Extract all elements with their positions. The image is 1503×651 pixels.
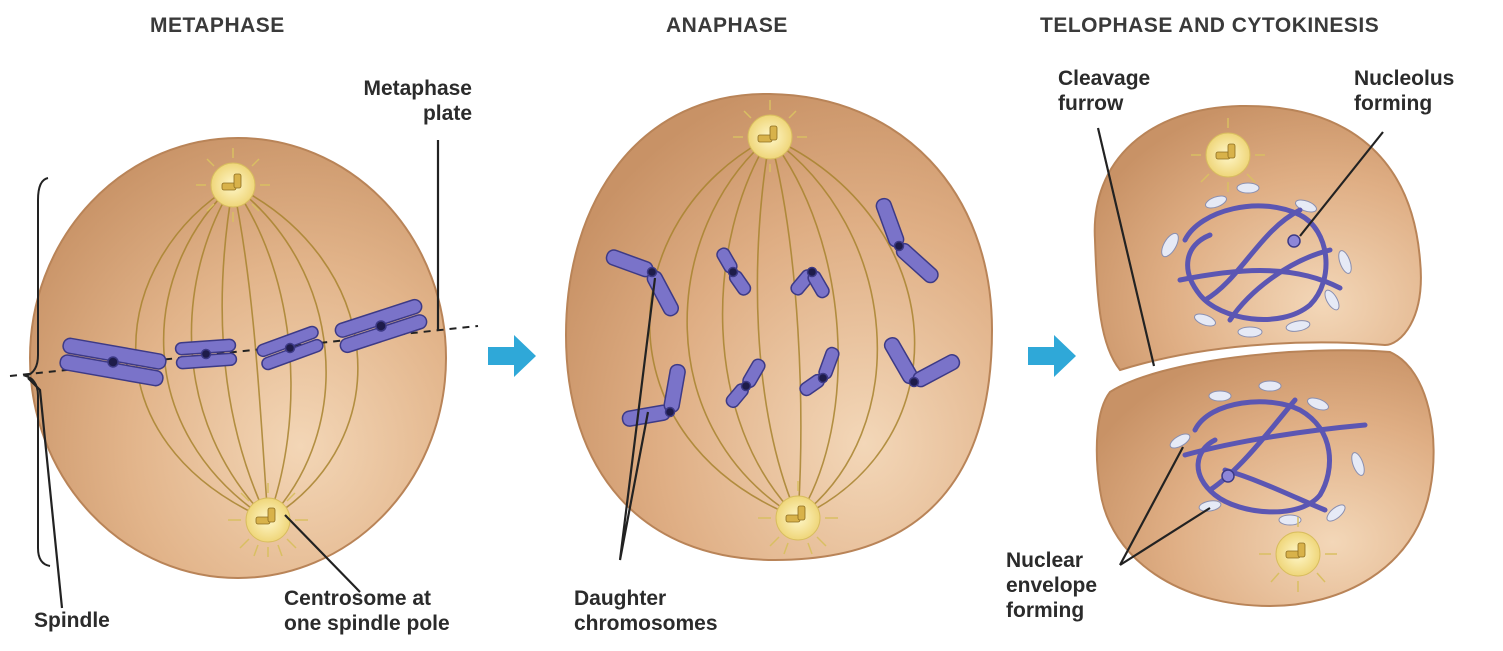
nucleolus [1222,470,1234,482]
metaphase-cell [10,138,478,578]
telophase-cells [1095,106,1434,606]
process-arrow [1028,335,1076,377]
cleavage-furrow-label: Cleavage furrow [1058,66,1150,116]
process-arrow [488,335,536,377]
centrosome-label: Centrosome at one spindle pole [284,586,450,636]
anaphase-cell-body [566,94,992,560]
anaphase-title: ANAPHASE [666,14,788,38]
daughter-chromosomes-label: Daughter chromosomes [574,586,718,636]
nucleolus-forming-label: Nucleolus forming [1354,66,1454,116]
metaphase-chromosome [175,339,237,369]
spindle-label: Spindle [34,608,110,633]
telophase-title: TELOPHASE AND CYTOKINESIS [1040,14,1379,38]
metaphase-title: METAPHASE [150,14,285,38]
metaphase-plate-label: Metaphase plate [300,76,472,126]
nucleolus [1288,235,1300,247]
anaphase-cell [566,94,992,560]
nuclear-envelope-forming-label: Nuclear envelope forming [1006,548,1097,623]
